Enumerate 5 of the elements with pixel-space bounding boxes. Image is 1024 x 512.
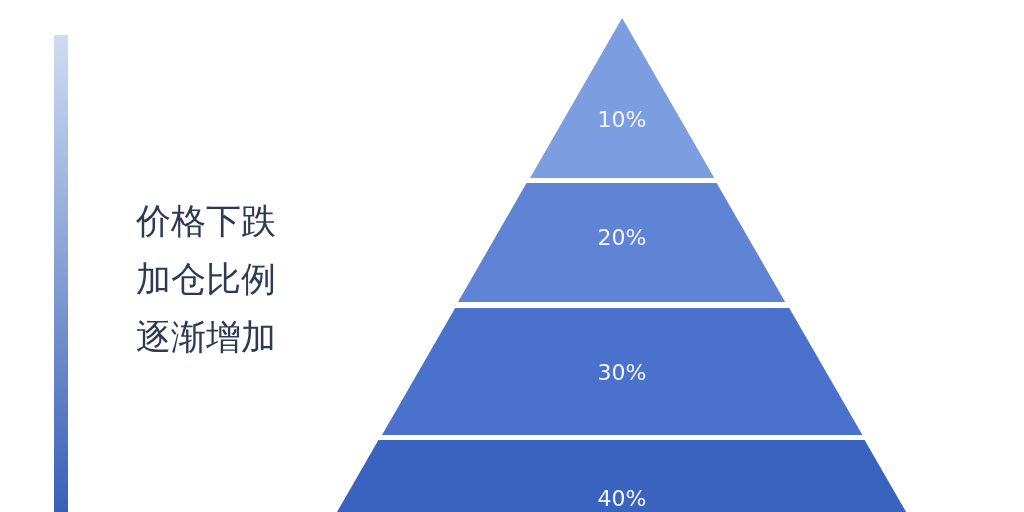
layer-percentage: 40% (596, 486, 648, 512)
layer-percentage: 10% (596, 107, 648, 133)
side-note: 价格下跌加仓比例逐渐增加 (136, 200, 277, 359)
layer-percentage: 20% (596, 225, 648, 251)
layer-percentage: 30% (596, 360, 648, 386)
